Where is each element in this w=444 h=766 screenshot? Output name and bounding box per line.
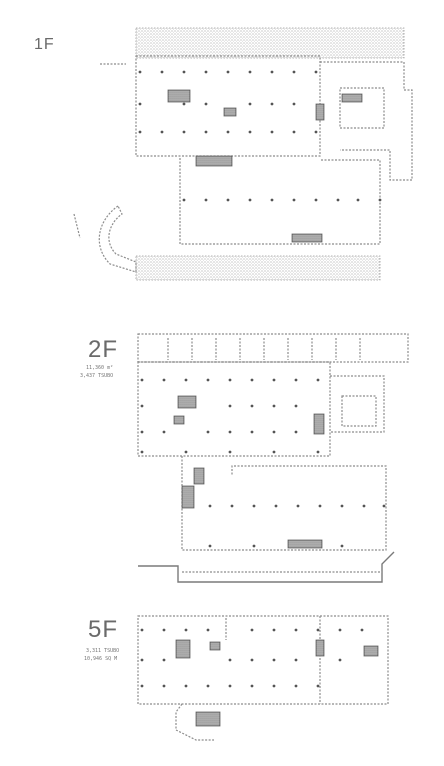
1f-roof-band — [135, 27, 405, 59]
1f-ground-band — [135, 255, 381, 281]
floor-plan-5f — [137, 615, 389, 741]
2f-lower-hall — [181, 456, 387, 551]
floor-5f-area-tsubo: 3,311 TSUBO — [86, 648, 120, 654]
1f-core-left — [167, 89, 191, 103]
2f-core-hall — [287, 539, 323, 549]
floor-label-5f: 5F — [88, 616, 119, 643]
floor-2f-area-sqm: 11,360 m² — [86, 365, 114, 371]
1f-columns — [138, 70, 382, 202]
2f-core-left — [177, 395, 197, 409]
floor-label-1f: 1F — [34, 36, 55, 53]
2f-columns — [140, 378, 386, 548]
2f-bay-dividers — [167, 338, 361, 360]
5f-core-right — [315, 639, 325, 657]
1f-ramp-edge — [73, 213, 81, 239]
1f-lower-hall — [179, 158, 381, 245]
1f-core-mid — [223, 107, 237, 117]
5f-core-small — [363, 645, 379, 657]
5f-stair — [175, 703, 214, 741]
floor-label-2f: 2F — [88, 336, 119, 363]
5f-core-left — [175, 639, 191, 659]
2f-right-room — [341, 395, 377, 427]
5f-columns — [140, 628, 364, 688]
2f-core-mid — [173, 415, 185, 425]
floor-5f-area-sqm: 10,946 SQ M — [84, 656, 118, 662]
floor-plan-2f — [137, 333, 409, 583]
floor-2f-area-tsubo: 3,437 TSUBO — [80, 373, 114, 379]
1f-core-stair — [195, 155, 233, 167]
1f-right-room — [339, 87, 385, 129]
2f-core-stair — [181, 485, 195, 509]
5f-core-mid — [209, 641, 221, 651]
2f-right-wing — [330, 375, 385, 433]
2f-core-right — [313, 413, 325, 435]
2f-bottom-edge — [138, 551, 395, 583]
1f-core-right — [315, 103, 325, 121]
5f-core-bottom — [195, 711, 221, 727]
1f-ramp — [98, 205, 137, 273]
1f-core-top — [291, 233, 323, 243]
1f-right-wing — [320, 61, 413, 181]
floor-plan-1f — [73, 27, 413, 281]
5f-main-block — [137, 615, 389, 705]
2f-top-band — [137, 333, 409, 363]
1f-core-label — [341, 93, 363, 103]
2f-main-block — [137, 361, 331, 457]
2f-core-lower — [193, 467, 205, 485]
